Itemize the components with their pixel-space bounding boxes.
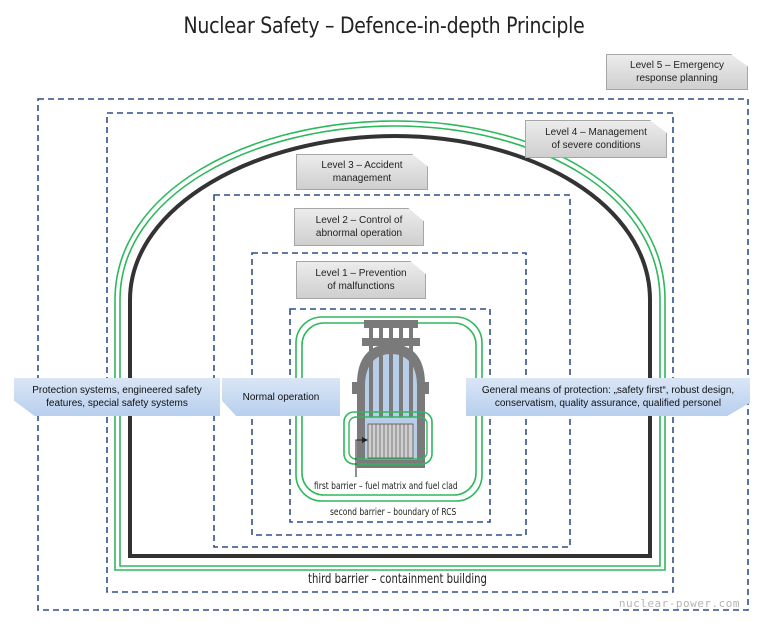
level-5-tag: Level 5 – Emergency response planning bbox=[606, 54, 748, 90]
normal-operation-callout: Normal operation bbox=[222, 378, 340, 416]
fuel-pointer-arrowhead bbox=[362, 437, 368, 443]
containment-inner-green bbox=[119, 125, 661, 567]
level-2-tag: Level 2 – Control of abnormal operation bbox=[294, 208, 424, 246]
level-3-tag: Level 3 – Accident management bbox=[296, 154, 428, 190]
level-3-boundary bbox=[213, 194, 571, 548]
general-means-callout: General means of protection: „safety fir… bbox=[466, 378, 750, 416]
containment-wall bbox=[128, 133, 652, 558]
level-1-tag: Level 1 – Prevention of malfunctions bbox=[296, 261, 426, 299]
level-5-line-1: Level 5 – Emergency bbox=[630, 60, 724, 71]
level-2-line-1: Level 2 – Control of bbox=[315, 215, 403, 226]
level-4-line-1: Level 4 – Management bbox=[545, 127, 647, 138]
first-barrier-label: first barrier – fuel matrix and fuel cla… bbox=[314, 481, 458, 492]
level-3-line-2: management bbox=[332, 173, 392, 184]
level-3-line-1: Level 3 – Accident bbox=[321, 160, 403, 171]
level-1-line-1: Level 1 – Prevention bbox=[315, 268, 407, 279]
level-1-boundary bbox=[289, 308, 491, 523]
level-4-boundary bbox=[106, 112, 674, 593]
level-4-line-2: of severe conditions bbox=[551, 140, 641, 151]
general-means-line-2: conservatism, quality assurance, qualifi… bbox=[494, 398, 722, 409]
level-5-boundary bbox=[37, 98, 749, 611]
fuel-assembly bbox=[367, 423, 414, 459]
protection-systems-line-1: Protection systems, engineered safety bbox=[32, 385, 202, 396]
watermark: nuclear-power.com bbox=[618, 597, 740, 610]
fuel-region-inner bbox=[348, 416, 428, 460]
containment-outer-green bbox=[114, 120, 666, 571]
page-title: Nuclear Safety – Defence-in-depth Princi… bbox=[183, 14, 585, 39]
second-barrier-label: second barrier – boundary of RCS bbox=[330, 507, 457, 518]
fuel-region-outer bbox=[343, 411, 433, 465]
protection-systems-callout: Protection systems, engineered safety fea… bbox=[14, 378, 220, 416]
protection-systems-line-2: features, special safety systems bbox=[46, 398, 188, 409]
level-4-tag: Level 4 – Management of severe conditions bbox=[525, 120, 667, 158]
normal-operation-label: Normal operation bbox=[242, 391, 320, 403]
general-means-line-1: General means of protection: „safety fir… bbox=[481, 385, 735, 396]
level-1-line-2: of malfunctions bbox=[327, 281, 395, 292]
third-barrier-label: third barrier – containment building bbox=[308, 572, 487, 587]
level-5-line-2: response planning bbox=[636, 73, 718, 84]
level-2-line-2: abnormal operation bbox=[315, 228, 403, 239]
